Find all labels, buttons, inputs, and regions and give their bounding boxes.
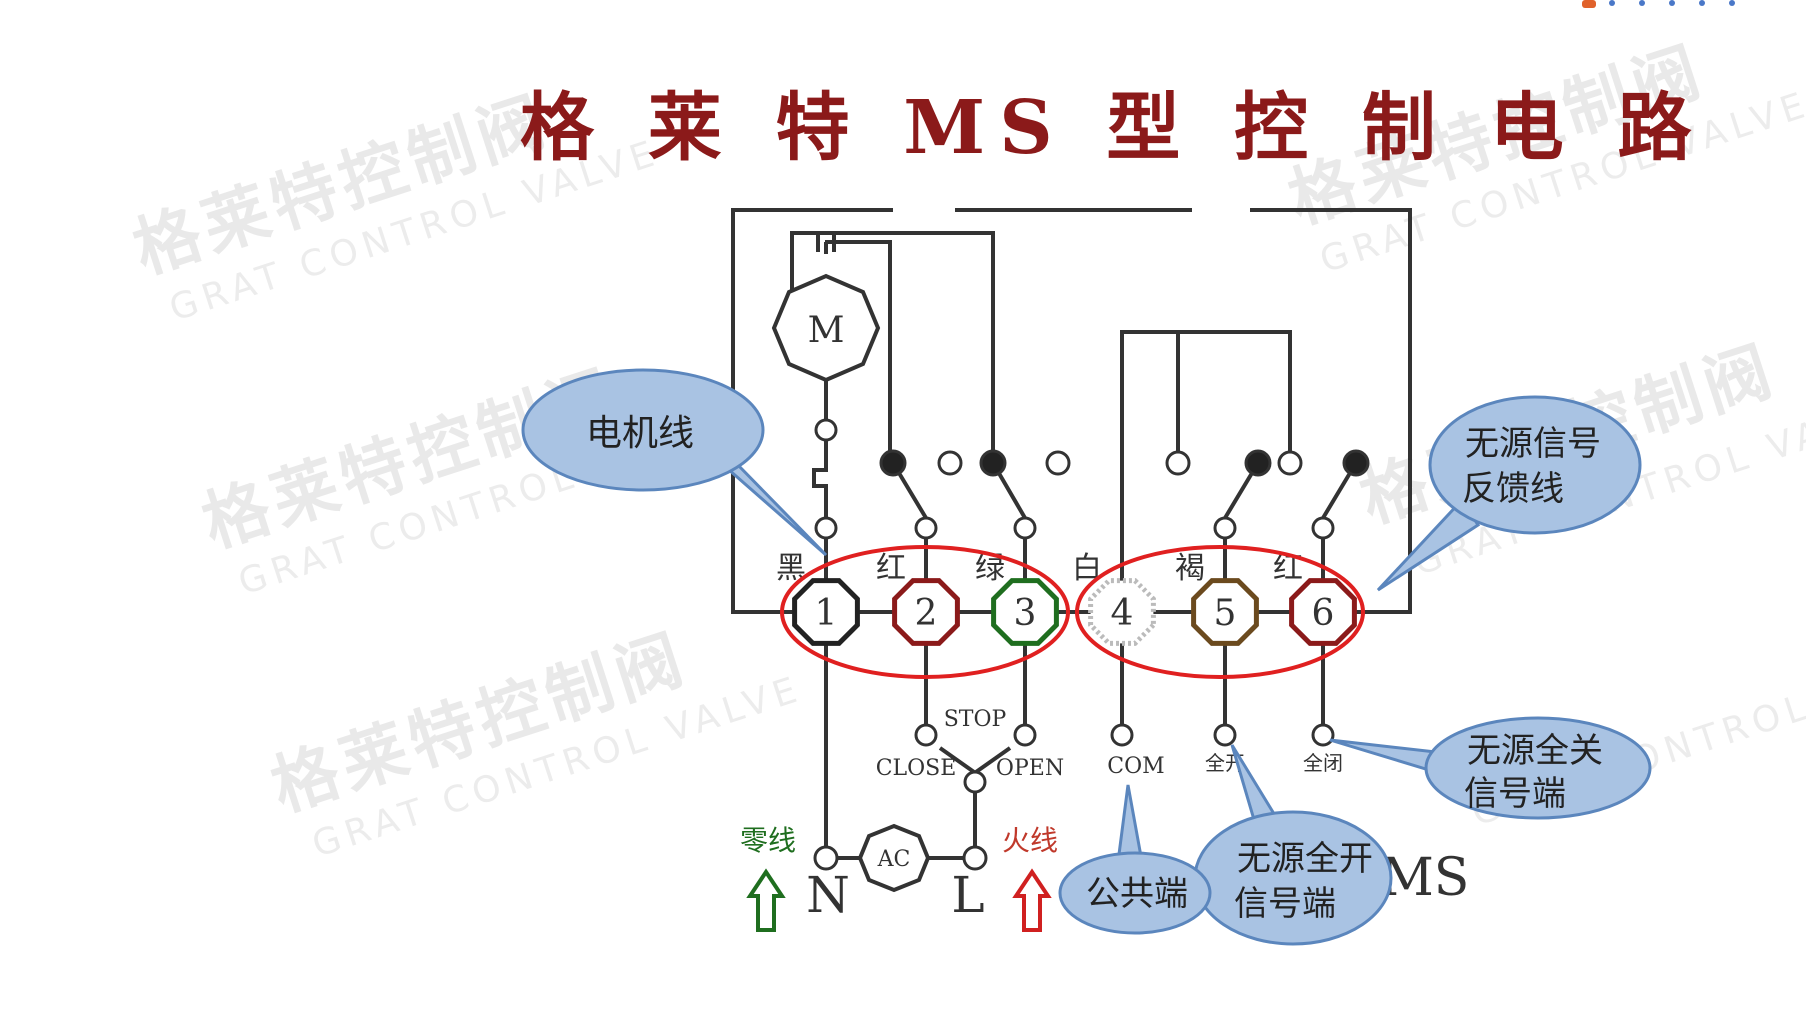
contact [1277,450,1303,476]
terminal-5 [1191,578,1259,646]
contact [914,516,938,540]
feedback-callout-line1: 无源信号 [1465,424,1601,464]
ac-label: AC [877,847,911,872]
switch-labels: STOP CLOSE OPEN COM 全开 全闭 [876,707,1343,781]
terminal-6 [1289,578,1357,646]
app-icon [1582,0,1596,8]
live-label: 火线 [1002,824,1058,857]
neutral-letter: N [806,866,850,924]
full-open-callout-line2: 信号端 [1234,884,1336,924]
com-terminal [1110,723,1134,747]
neutral-arrow-icon [746,868,786,932]
contact [979,449,1007,477]
contact [814,516,838,540]
stop-link [938,746,976,774]
live-terminal [962,845,988,871]
full-close-callout-line1: 无源全关 [1467,731,1603,771]
ac-source-symbol [857,823,931,893]
terminal-2 [892,578,960,646]
toolbar-icons [1582,0,1735,8]
contact [1311,516,1335,540]
contact [937,450,963,476]
feedback-wire [1120,330,1292,585]
motor-wire-callout-text: 电机线 [586,413,694,454]
open-terminal [1013,723,1037,747]
motor-label: M [808,310,845,351]
full-close-terminal [1311,723,1335,747]
live-letter: L [951,866,984,924]
signal-terminals-highlight [1075,545,1365,679]
motor-terminals-highlight [780,545,1070,679]
contact [814,418,838,442]
live-arrow-icon [1012,868,1052,932]
common-callout-text: 公共端 [1086,874,1188,914]
neutral-label: 零线 [740,824,796,857]
terminal-number: 6 [1312,593,1335,634]
terminal-number: 5 [1214,593,1237,634]
capacitor [816,232,836,252]
model-suffix: MS [1381,848,1470,908]
stop-link [974,746,1012,774]
com-label: COM [1107,754,1164,779]
open-label: OPEN [996,756,1064,781]
feedback-callout-line2: 反馈线 [1462,469,1564,509]
motor-wire [825,240,892,452]
feedback-callout [1428,395,1642,535]
motor-wire [812,440,828,518]
common-callout [1058,851,1212,935]
callout-pointer [716,460,828,557]
contact [1013,516,1037,540]
terminal-number: 4 [1111,593,1134,634]
close-label: CLOSE [876,756,957,781]
terminal-number: 1 [815,593,838,634]
terminal-4 [1088,578,1156,646]
page-title: 格 莱 特 MS 型 控 制 电 路 [520,85,1706,171]
terminal-1 [792,578,860,646]
stop-terminal [963,770,987,794]
dot-icon [1699,0,1705,6]
neutral-terminal [813,845,839,871]
contact [879,449,907,477]
terminal-3 [991,578,1059,646]
contact [1244,449,1272,477]
motor-wire-callout [521,368,765,492]
switch-contacts [813,418,1370,871]
contact [1342,449,1370,477]
terminal-color-label: 红 [876,551,906,586]
full-close-label: 全闭 [1303,751,1343,775]
frame-wire [731,208,1412,614]
dot-icon [1609,0,1615,6]
contact [1213,516,1237,540]
full-open-callout-line1: 无源全开 [1237,839,1373,879]
dot-icon [1669,0,1675,6]
close-terminal [914,723,938,747]
callout-pointer [1116,784,1144,864]
stop-label: STOP [944,707,1007,732]
callouts: 电机线 无源信号 反馈线 无源全关 信号端 无源全开 信号端 公共端 [521,368,1652,946]
dot-icon [1639,0,1645,6]
terminal-number: 3 [1014,593,1037,634]
contact [1045,450,1071,476]
full-close-callout [1424,716,1652,820]
full-open-terminal [1213,723,1237,747]
dot-icon [1729,0,1735,6]
terminal-number: 2 [915,593,938,634]
motor-symbol [771,273,881,383]
full-close-callout-line2: 信号端 [1464,774,1566,814]
contact [1165,450,1191,476]
terminal-color-label: 褐 [1175,551,1205,586]
